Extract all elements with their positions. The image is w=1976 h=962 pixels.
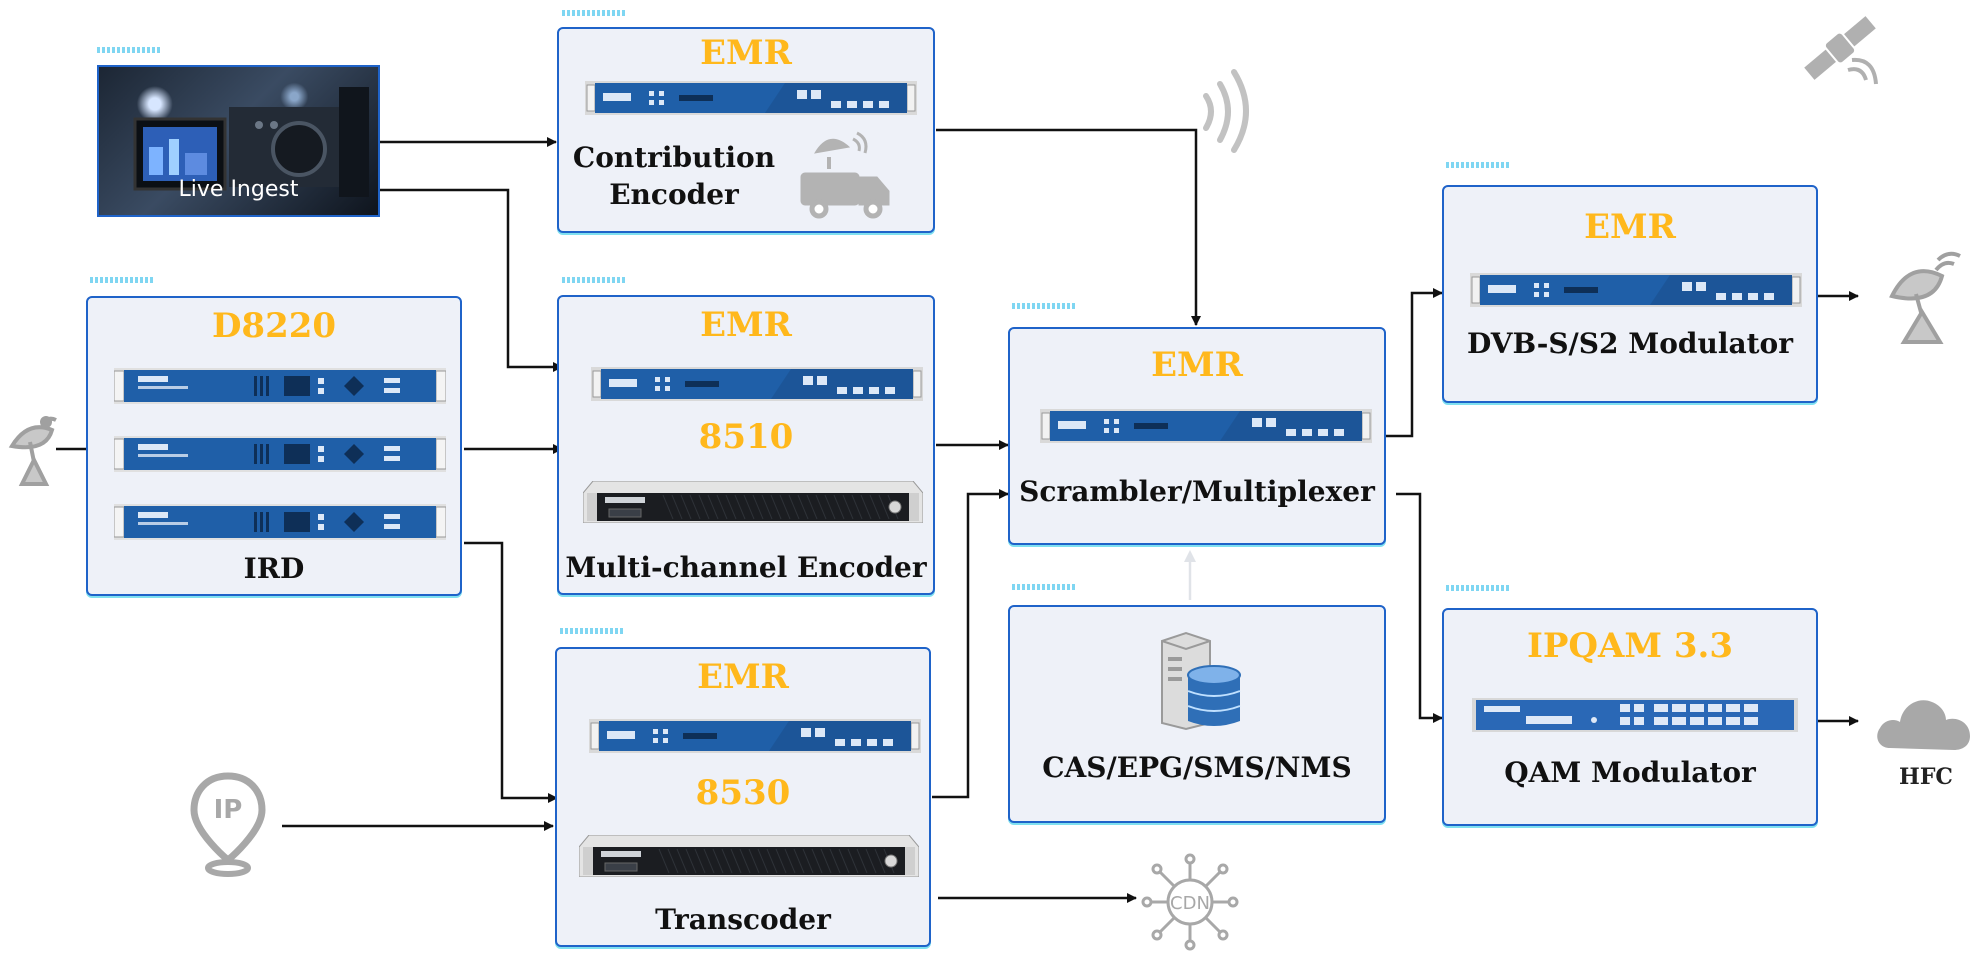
accent-bar	[560, 628, 624, 634]
qam-label: QAM Modulator	[1504, 756, 1756, 789]
contribution-title: EMR	[700, 33, 792, 73]
cas-box: CAS/EPG/SMS/NMS	[1008, 605, 1386, 823]
accent-bar	[562, 277, 626, 283]
accent-bar	[1012, 584, 1076, 590]
contribution-encoder-box: EMR Contribution Encoder	[557, 27, 935, 233]
transcoder-label: Transcoder	[655, 903, 831, 936]
contribution-label-line2: Encoder	[609, 178, 739, 211]
server-database-icon	[1161, 631, 1241, 731]
emr-rack-device	[591, 367, 923, 401]
emr-rack-device	[1040, 409, 1372, 443]
transcoder-model: 8530	[695, 773, 791, 813]
cdn-text: CDN	[1170, 893, 1210, 914]
multichannel-model: 8510	[698, 417, 794, 457]
ird-device-3	[113, 504, 447, 540]
qam-title: IPQAM 3.3	[1526, 626, 1734, 666]
dvbs-label: DVB-S/S2 Modulator	[1467, 327, 1793, 360]
accent-bar	[562, 10, 626, 16]
emr-rack-device	[1470, 273, 1802, 307]
ipqam-panel	[1472, 698, 1798, 732]
cloud-icon	[1877, 700, 1970, 750]
multichannel-title: EMR	[700, 305, 792, 345]
location-pin-icon: IP	[190, 772, 266, 877]
ird-device-1	[113, 368, 447, 404]
arrow-scrambler-to-qam	[1396, 492, 1443, 723]
transcoder-title: EMR	[697, 657, 789, 697]
server-8530-device	[578, 834, 920, 878]
cas-label: CAS/EPG/SMS/NMS	[1042, 751, 1352, 784]
satellite-icon	[1804, 16, 1878, 85]
arrow-ingest-to-multichannel	[378, 188, 563, 372]
camera-image	[133, 87, 369, 197]
scrambler-multiplexer-box: EMR Scrambler/Multiplexer	[1008, 327, 1386, 545]
accent-bar	[90, 277, 154, 283]
ird-box: D8220 IRD	[86, 296, 462, 596]
server-8510-device	[582, 480, 924, 524]
dvbs-modulator-box: EMR DVB-S/S2 Modulator	[1442, 185, 1818, 403]
scrambler-title: EMR	[1151, 345, 1243, 385]
arrow-ird-to-transcoder	[464, 541, 558, 803]
ird-device-2	[113, 436, 447, 472]
live-ingest-label: Live Ingest	[178, 177, 299, 202]
ip-text: IP	[214, 795, 243, 825]
dvbs-title: EMR	[1584, 207, 1676, 247]
accent-bar	[1446, 162, 1510, 168]
scrambler-label: Scrambler/Multiplexer	[1019, 475, 1375, 508]
cdn-icon: CDN	[1141, 853, 1239, 951]
qam-modulator-box: IPQAM 3.3	[1442, 608, 1818, 826]
ipqam-device	[1472, 698, 1798, 732]
accent-bar	[1012, 303, 1076, 309]
multichannel-label: Multi-channel Encoder	[565, 551, 927, 584]
emr-rack-device	[589, 719, 921, 753]
accent-bar	[97, 47, 161, 53]
accent-bar	[1446, 585, 1510, 591]
satellite-dish-icon-right	[1889, 251, 1961, 344]
live-ingest-box: Live Ingest	[97, 65, 380, 217]
satellite-dish-icon-left	[8, 416, 57, 486]
arrow-contribution-to-scrambler	[936, 128, 1201, 326]
multichannel-encoder-box: EMR 8510 Multi-channel Encoder	[557, 295, 935, 595]
transcoder-box: EMR 8530 Transcoder	[555, 647, 931, 947]
ob-van-icon	[800, 131, 890, 219]
arrow-transcoder-to-scrambler	[932, 489, 1009, 799]
ird-title: D8220	[211, 306, 337, 346]
ird-label: IRD	[243, 552, 305, 585]
emr-rack-device	[585, 81, 917, 115]
contribution-label: Contribution Encoder	[559, 141, 789, 211]
contribution-label-line1: Contribution	[572, 141, 776, 174]
wireless-signal-icon	[1203, 69, 1249, 153]
hfc-label: HFC	[1899, 764, 1953, 790]
arrow-scrambler-to-dvbs	[1386, 288, 1443, 438]
